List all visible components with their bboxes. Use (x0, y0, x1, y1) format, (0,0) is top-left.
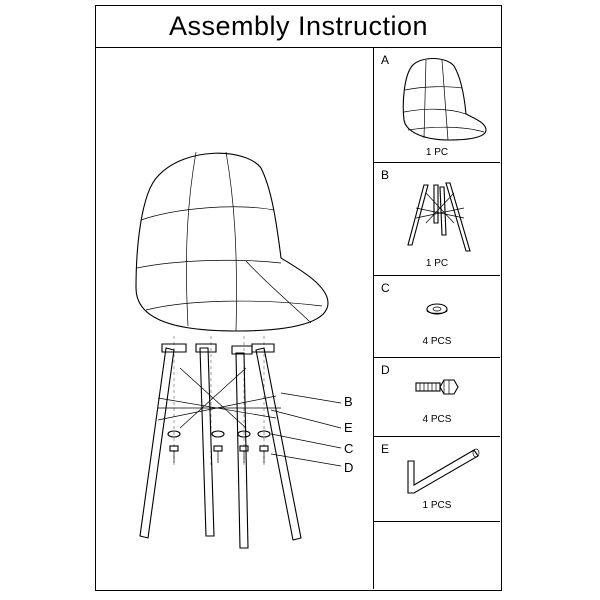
bolt-icon (415, 379, 459, 395)
part-c-cell: C 4 PCS (374, 276, 500, 358)
part-b-cell: B 1 PC (374, 163, 500, 276)
part-qty: 1 PCS (422, 500, 452, 511)
callout-d: D (344, 460, 354, 475)
part-qty: 1 PC (425, 258, 449, 269)
allen-key-icon (407, 448, 480, 494)
part-d-cell: D 4 PCS (374, 358, 500, 437)
empty-cell (374, 522, 500, 589)
parts-list: A 1 PC B 1 PC (374, 48, 500, 589)
page-title: Assembly Instruction (96, 6, 501, 48)
callout-e: E (344, 420, 353, 435)
part-qty: 4 PCS (422, 414, 452, 425)
washer-icon (426, 303, 448, 315)
callout-c: C (344, 441, 354, 456)
part-a-cell: A 1 PC (374, 48, 500, 163)
part-letter: B (381, 168, 390, 182)
part-letter: D (381, 363, 390, 377)
part-e-cell: E 1 PCS (374, 437, 500, 522)
part-letter: A (381, 53, 390, 67)
leg-base-icon (407, 182, 471, 252)
seat-shell-icon (402, 57, 487, 141)
assembly-diagram: B E C D (96, 48, 374, 589)
part-qty: 4 PCS (422, 336, 452, 347)
part-letter: C (381, 281, 390, 295)
part-qty: 1 PC (425, 147, 449, 158)
callout-b: B (344, 394, 353, 409)
exploded-chair-drawing (135, 151, 342, 549)
instruction-sheet: Assembly Instruction (95, 5, 502, 591)
part-letter: E (381, 442, 390, 456)
